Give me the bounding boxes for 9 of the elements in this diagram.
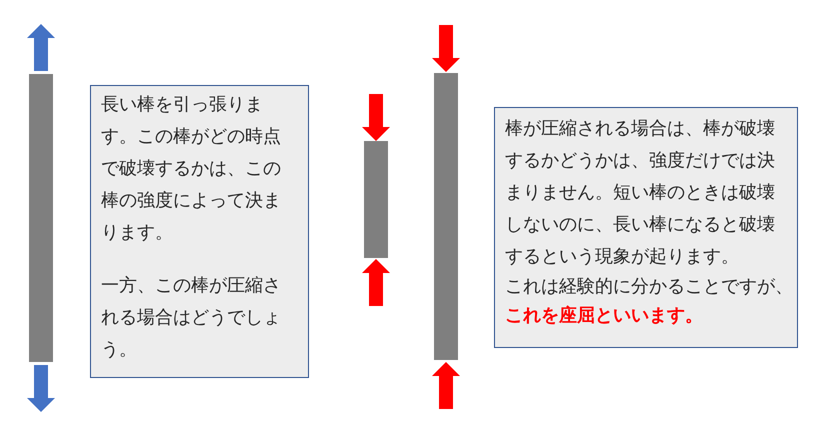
note-panel (494, 107, 798, 348)
text-paragraph: これは経験的に分かることですが、これを座屈といいます。 (505, 275, 794, 328)
text-paragraph: 棒が圧縮される場合は、棒が破壊するかどうかは、強度だけでは決まりません。短い棒のときは破壊しないのに、長い棒になると破壊するという現象が起ります。 (505, 117, 776, 269)
rod (364, 141, 388, 258)
text-paragraph: 一方、この棒が圧縮される場合はどうでしょう。 (101, 274, 282, 362)
note-panel (90, 85, 309, 378)
text-paragraph: 長い棒を引っ張ります。この棒がどの時点で破壊するかは、この棒の強度によって決まります。 (101, 93, 282, 245)
rod (434, 73, 458, 360)
rod (29, 74, 53, 362)
